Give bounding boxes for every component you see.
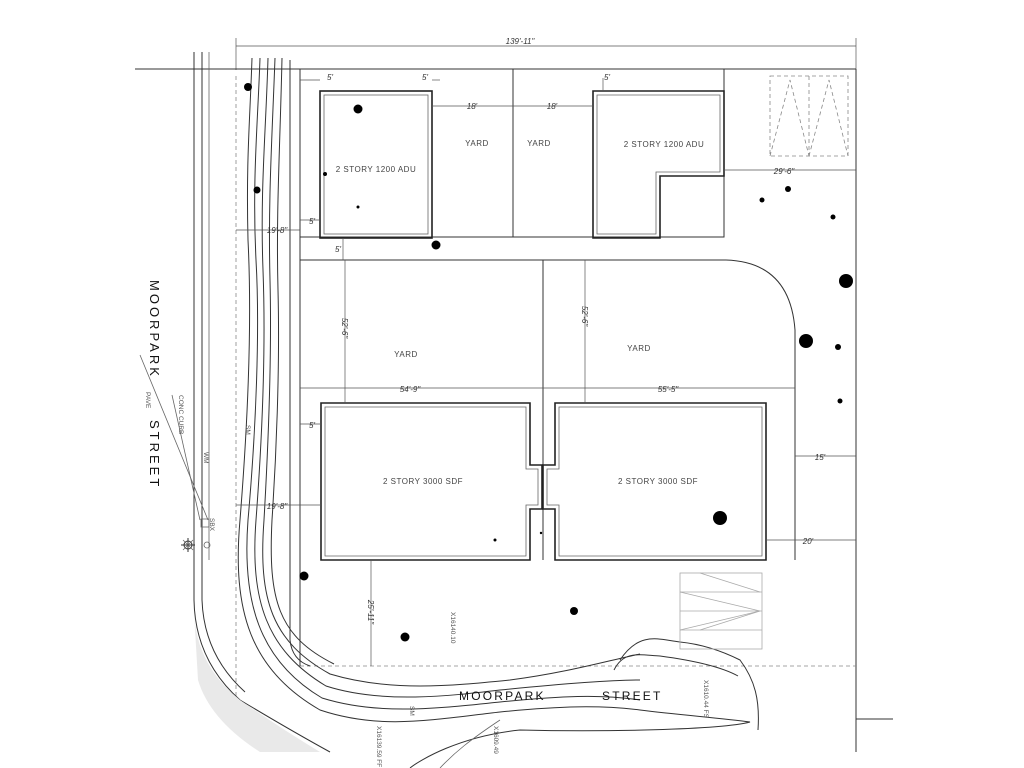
dim-adu-setback-right2: 5' — [604, 73, 610, 82]
utility-symbols — [139, 354, 211, 552]
dim-adu-setback-left: 5' — [327, 73, 333, 82]
sdf-left-building: 2 STORY 3000 SDF — [320, 402, 543, 561]
tree-dot — [323, 172, 327, 176]
tree-dot — [785, 186, 791, 192]
left-street-name: MOORPARK STREET — [147, 280, 162, 489]
bottom-street-word-2: STREET — [602, 689, 663, 703]
sdf-right-building: 2 STORY 3000 SDF — [542, 402, 767, 561]
elev-e1: X16140.10 — [449, 612, 456, 644]
tree-dot — [713, 511, 727, 525]
left-street-word-2: STREET — [147, 420, 162, 489]
tree-dot — [253, 186, 261, 194]
sdf-left-label: 2 STORY 3000 SDF — [383, 477, 463, 486]
tree-dot — [493, 538, 497, 542]
tree-dot — [400, 632, 410, 642]
dim-rear-setback: 5' — [335, 245, 341, 254]
tree-dot — [759, 197, 765, 203]
yard-top-right: YARD — [527, 139, 551, 148]
tree-dot — [799, 334, 813, 348]
adu-right-label: 2 STORY 1200 ADU — [624, 140, 705, 149]
yard-mid-right: YARD — [627, 344, 651, 353]
dim-yard-depth-right: 52'-6" — [580, 306, 589, 328]
note-wm: WM — [202, 452, 209, 464]
dim-front-setback-sdf: 19'-8" — [267, 502, 289, 511]
tree-dot — [431, 240, 441, 250]
trees — [244, 83, 853, 642]
dim-east-setback-top: 15' — [815, 453, 826, 462]
dim-front-yard-depth: 25'-11" — [366, 599, 375, 625]
adu-right-building: 2 STORY 1200 ADU — [592, 90, 725, 239]
tree-dot — [244, 83, 252, 91]
overall-width-label: 139'-11" — [506, 37, 536, 46]
left-notes: CONC CURB PAVE WM SM SBX — [144, 392, 251, 532]
dim-adu-right-offset: 29'-6" — [773, 167, 796, 176]
dim-side-setback-top: 5' — [309, 217, 315, 226]
elev-e3: X16139.59 FF — [375, 726, 382, 767]
tree-dot — [299, 571, 309, 581]
overall-dimension: 139'-11" — [235, 37, 857, 70]
elev-e4: X1609.49 — [492, 726, 499, 754]
tree-dot — [837, 398, 843, 404]
dim-sdf-width-left: 54'-9" — [400, 385, 422, 394]
yard-top-left: YARD — [465, 139, 489, 148]
dim-side-setback-sdf: 5' — [309, 421, 315, 430]
spot-elevations: X16140.10 X1610.44 FS X16139.59 FF X1609… — [375, 612, 709, 767]
tree-dot — [830, 214, 836, 220]
adu-left-label: 2 STORY 1200 ADU — [336, 165, 417, 174]
note-pave: PAVE — [144, 392, 151, 409]
tree-dot — [353, 104, 363, 114]
elev-e2: X1610.44 FS — [702, 680, 709, 719]
yard-labels: YARD YARD YARD YARD — [394, 139, 651, 359]
tree-dot — [570, 607, 578, 615]
parking-stalls-top — [769, 75, 849, 157]
bottom-street-name: MOORPARK STREET — [459, 689, 663, 703]
dim-front-setback-top: 19'-8" — [267, 226, 289, 235]
dim-yard-depth-left: 52'-6" — [340, 318, 349, 340]
bottom-street-word-1: MOORPARK — [459, 689, 546, 703]
dim-adu-setback-right: 5' — [422, 73, 428, 82]
yard-mid-left: YARD — [394, 350, 418, 359]
sdf-right-label: 2 STORY 3000 SDF — [618, 477, 698, 486]
tree-dot — [356, 205, 360, 209]
adu-left-building: 2 STORY 1200 ADU — [319, 90, 433, 239]
street-edge-lines — [193, 52, 331, 753]
lot-lines — [299, 68, 796, 666]
note-sbx: SBX — [208, 518, 215, 532]
sidewalk-hatch — [194, 612, 320, 752]
note-conc-curb: CONC CURB — [177, 395, 184, 434]
elev-sm-bottom: SM — [408, 706, 415, 716]
parking-stalls-bottom — [679, 572, 763, 650]
dimension-annotations: 5' 5' 5' 18' 18' 29'-6" 5' 19'-8" 5' 52'… — [236, 73, 856, 666]
tree-dot — [539, 531, 543, 535]
tree-dot — [835, 344, 841, 350]
dim-sdf-width-right: 55'-5" — [658, 385, 680, 394]
light-pole-icon — [181, 538, 195, 552]
dim-yard-gap-right: 18' — [547, 102, 558, 111]
left-street-word-1: MOORPARK — [147, 280, 162, 379]
contour-lines — [237, 57, 759, 768]
dim-yard-gap-left: 18' — [467, 102, 478, 111]
tree-dot — [839, 274, 853, 288]
note-sm-top: SM — [244, 425, 251, 435]
dim-east-setback-bottom: 20' — [802, 537, 814, 546]
